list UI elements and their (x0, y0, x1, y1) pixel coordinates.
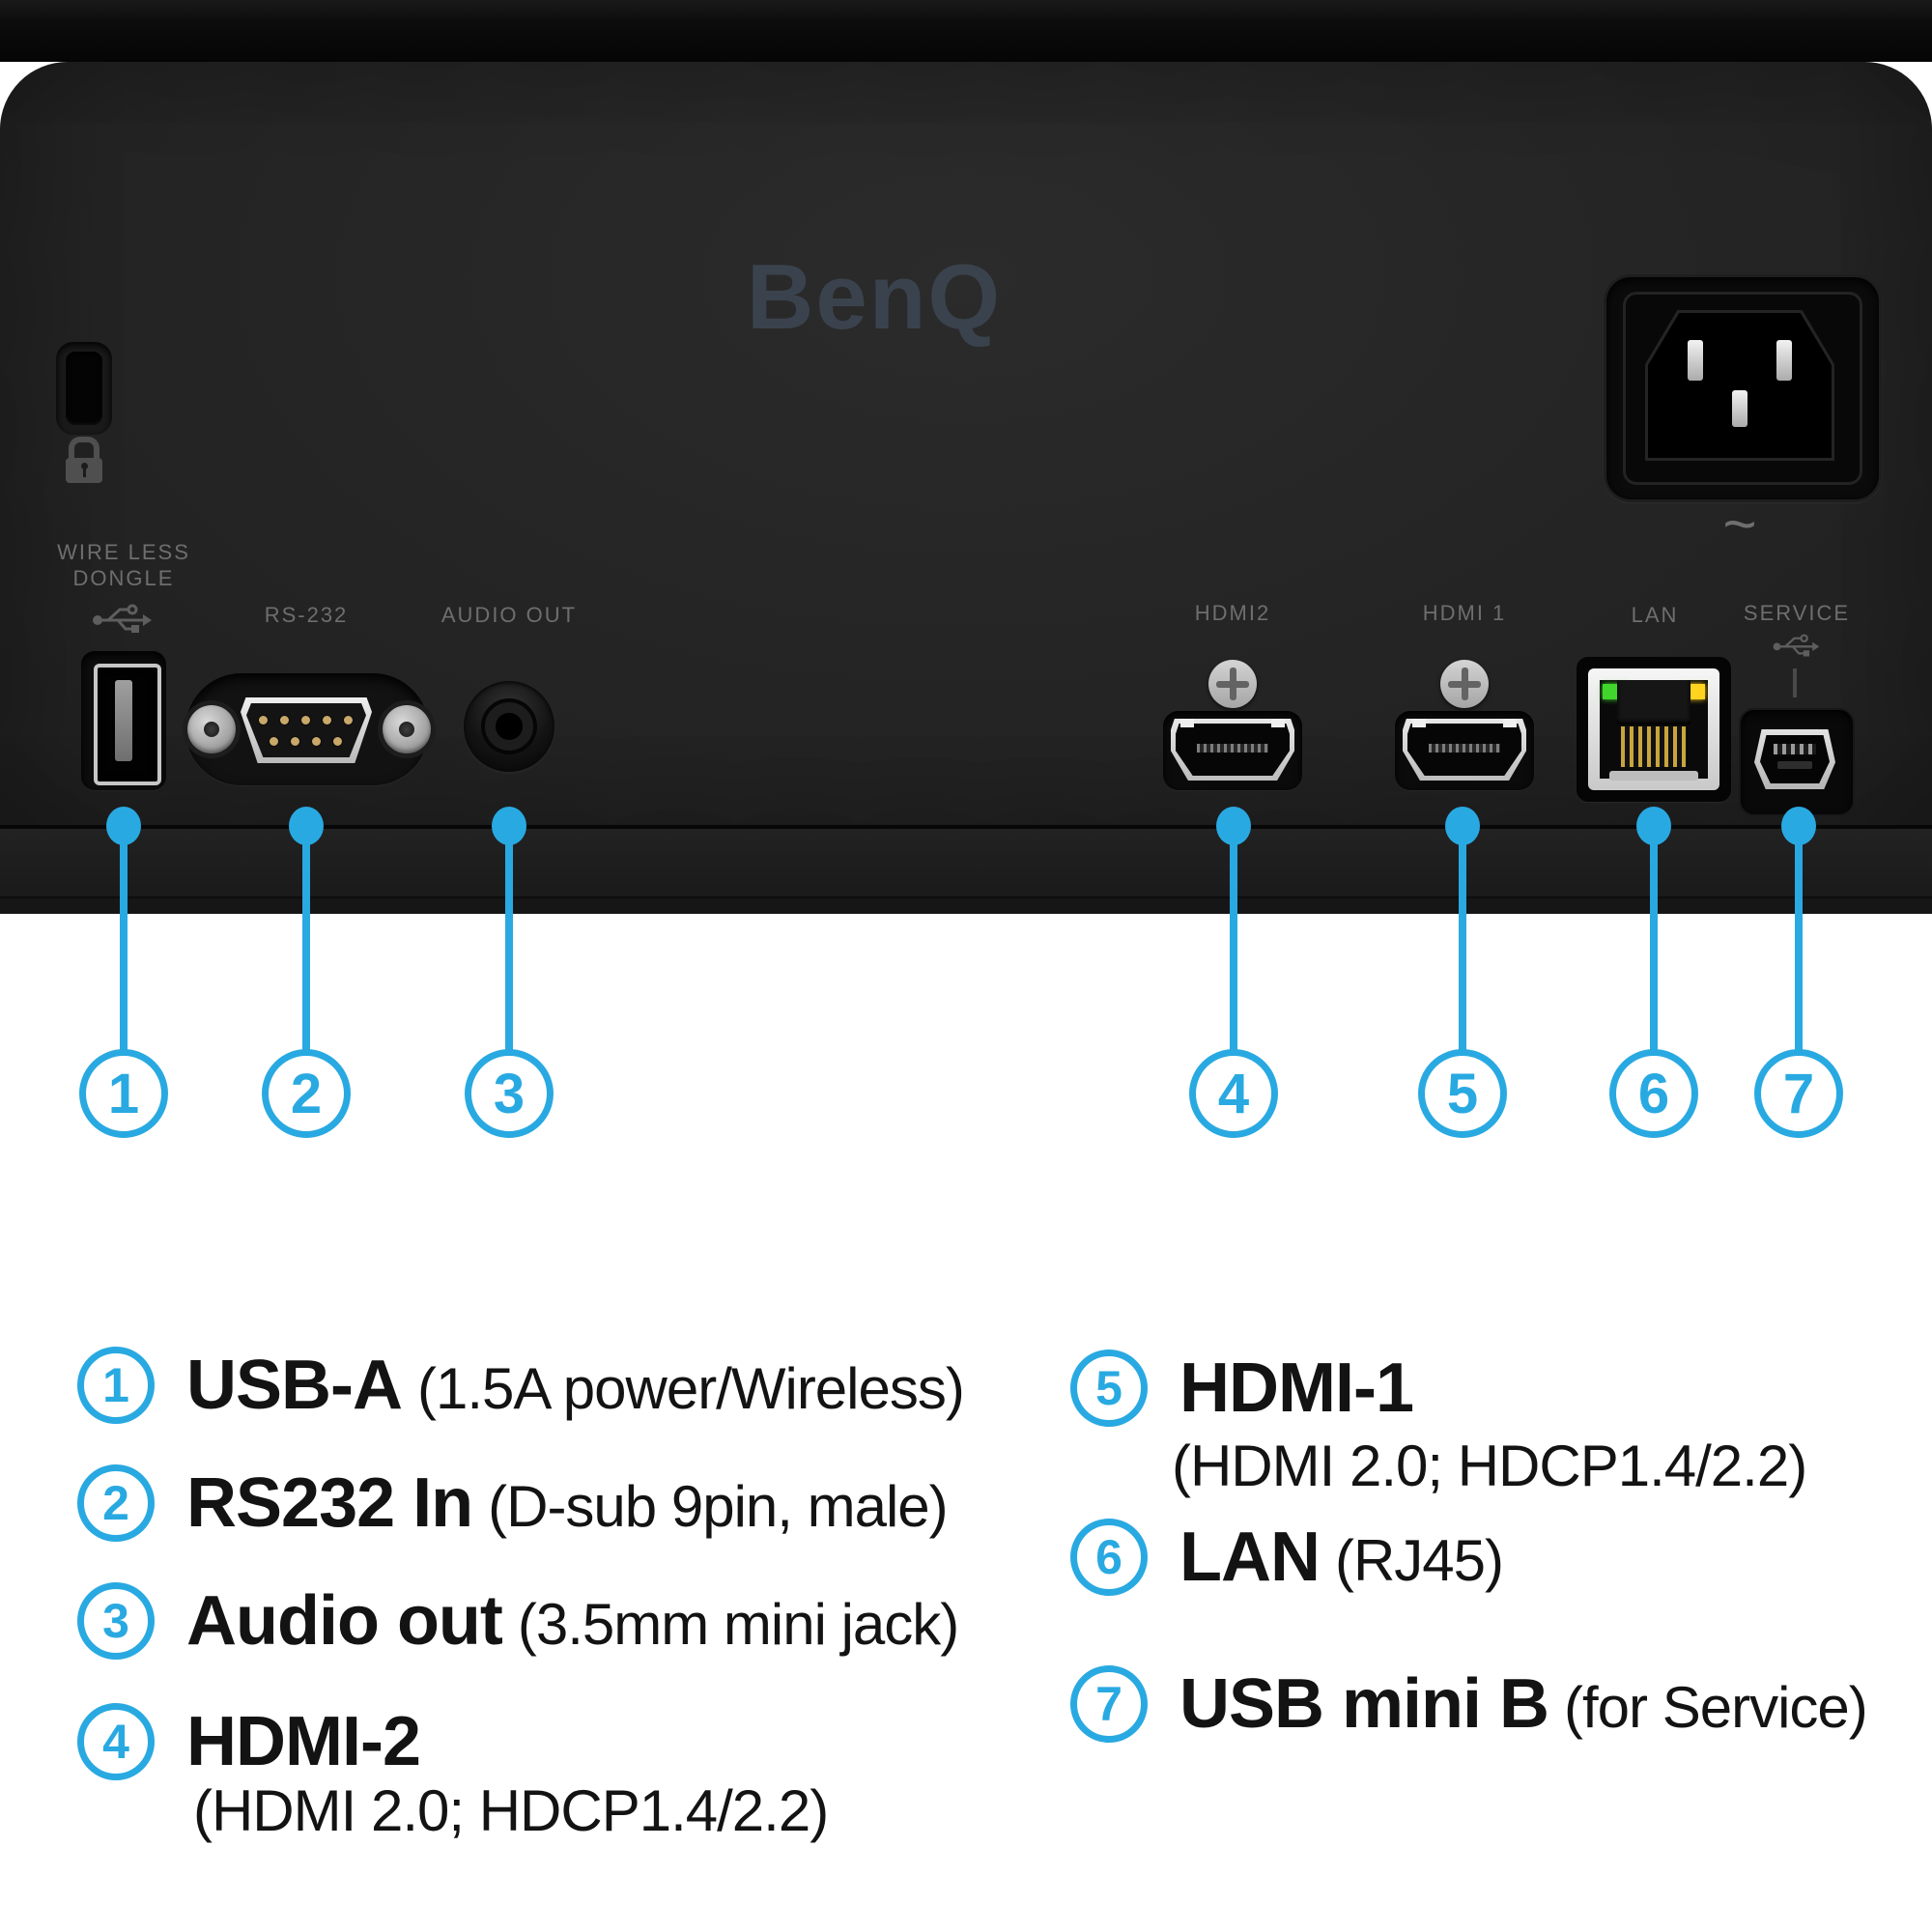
hdmi2-pins (1197, 744, 1268, 753)
kensington-lock-slot (66, 352, 102, 425)
dsub-pin (291, 737, 299, 746)
dsub-screw-left (187, 705, 236, 753)
callout-circle-3: 3 (465, 1049, 554, 1138)
legend-item-hdmi-2: 4 HDMI-2 (77, 1702, 421, 1781)
callout-circle-1: 1 (79, 1049, 168, 1138)
dsub-screw-right (383, 705, 431, 753)
callout-line-5 (1459, 823, 1466, 1053)
dsub-pin (301, 716, 310, 724)
hdmi1-pins (1429, 744, 1500, 753)
hdmi1-label: HDMI 1 (1422, 601, 1507, 625)
dsub-pin (270, 737, 278, 746)
legend-text: HDMI-2 (186, 1703, 421, 1780)
ac-prong-right (1776, 340, 1792, 381)
chassis-top-edge (0, 0, 1932, 62)
rs232-label: RS-232 (264, 603, 349, 627)
callout-line-1 (120, 823, 128, 1053)
service-label: SERVICE (1743, 601, 1851, 625)
legend-text: USB-A(1.5A power/Wireless) (186, 1347, 965, 1424)
dsub-pin (312, 737, 321, 746)
ac-prong-left (1688, 340, 1703, 381)
callout-circle-5: 5 (1418, 1049, 1507, 1138)
security-lock-icon (66, 437, 102, 483)
callout-circle-2: 2 (262, 1049, 351, 1138)
legend-item-usb-mini-b: 7 USB mini B(for Service) (1070, 1664, 1868, 1744)
legend-text: USB mini B(for Service) (1179, 1665, 1868, 1743)
dsub-pin (280, 716, 289, 724)
service-tick-mark (1793, 668, 1797, 697)
legend-text: Audio out(3.5mm mini jack) (186, 1582, 959, 1660)
legend-item-hdmi-1: 5 HDMI-1 (1070, 1349, 1414, 1428)
dsub-pin (259, 716, 268, 724)
callout-circle-4: 4 (1189, 1049, 1278, 1138)
legend-text: HDMI-1 (1179, 1350, 1414, 1427)
legend-num-5: 5 (1070, 1350, 1148, 1427)
audio-out-label: AUDIO OUT (440, 603, 578, 627)
usb-mini-b-cavity (1760, 735, 1830, 783)
legend-num-3: 3 (77, 1582, 155, 1660)
legend-num-4: 4 (77, 1703, 155, 1780)
callout-circle-6: 6 (1609, 1049, 1698, 1138)
callout-line-6 (1650, 823, 1658, 1053)
legend-item-lan: 6 LAN(RJ45) (1070, 1518, 1504, 1597)
callout-line-4 (1230, 823, 1237, 1053)
legend-num-6: 6 (1070, 1519, 1148, 1596)
usb-icon (93, 604, 152, 633)
callout-line-3 (505, 823, 513, 1053)
wireless-dongle-label: WIRE LESS DONGLE (57, 540, 190, 590)
panel-groove (0, 825, 1932, 829)
legend-num-7: 7 (1070, 1665, 1148, 1743)
lan-gold-pins (1621, 726, 1687, 767)
dsub-pin (323, 716, 331, 724)
lan-bottom-lip (1609, 771, 1698, 781)
hdmi2-label: HDMI2 (1194, 601, 1271, 625)
legend-text: RS232 In(D-sub 9pin, male) (186, 1464, 949, 1542)
usb-mini-b-pins (1774, 744, 1816, 754)
legend-item-usb-a: 1 USB-A(1.5A power/Wireless) (77, 1346, 965, 1425)
legend-sub-hdmi-1: (HDMI 2.0; HDCP1.4/2.2) (1172, 1434, 1807, 1498)
hdmi2-screw (1208, 660, 1257, 708)
legend-item-rs232: 2 RS232 In(D-sub 9pin, male) (77, 1463, 949, 1543)
ac-inlet-socket (1648, 313, 1832, 458)
benq-logo: BenQ (746, 245, 1003, 349)
lan-label: LAN (1631, 603, 1679, 627)
legend-num-2: 2 (77, 1464, 155, 1542)
lan-jack-body (1617, 680, 1690, 724)
chassis-bottom-strip (0, 829, 1932, 914)
hdmi1-tab (1503, 719, 1517, 727)
hdmi2-tab (1180, 719, 1194, 727)
dsub-pin (333, 737, 342, 746)
usb-mini-b-slot (1777, 761, 1812, 769)
callout-circle-7: 7 (1754, 1049, 1843, 1138)
hdmi1-tab (1412, 719, 1426, 727)
callout-line-7 (1795, 823, 1803, 1053)
audio-jack-hole (496, 713, 523, 740)
legend-text: LAN(RJ45) (1179, 1519, 1504, 1596)
usb-a-tongue (115, 680, 132, 761)
ac-prong-center (1732, 390, 1747, 427)
bottom-seam (0, 896, 1932, 898)
callout-line-2 (302, 823, 310, 1053)
dsub-pin (344, 716, 353, 724)
hdmi2-tab (1271, 719, 1285, 727)
legend-num-1: 1 (77, 1347, 155, 1424)
rs232-dsub-cavity (246, 703, 366, 757)
hdmi1-screw (1440, 660, 1489, 708)
legend-item-audio-out: 3 Audio out(3.5mm mini jack) (77, 1581, 959, 1661)
ac-symbol: ~ (1722, 492, 1757, 556)
legend-sub-hdmi-2: (HDMI 2.0; HDCP1.4/2.2) (193, 1778, 829, 1843)
usb-icon (1773, 634, 1820, 657)
bottom-lip (0, 898, 1932, 914)
